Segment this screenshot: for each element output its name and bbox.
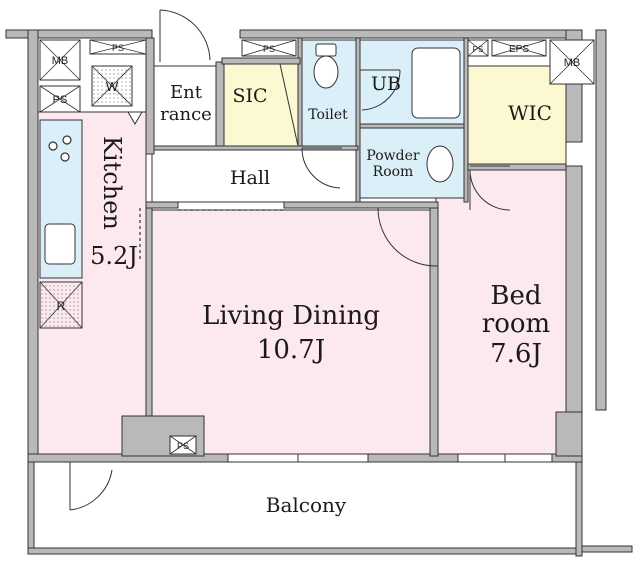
wall	[359, 123, 465, 129]
wall	[429, 205, 439, 457]
bedroom-door	[469, 169, 511, 211]
balcony-rail	[581, 545, 633, 553]
wall	[145, 37, 155, 155]
wall	[5, 29, 153, 39]
stove-burner	[62, 135, 72, 145]
sic-diagonal	[279, 63, 299, 147]
wall	[297, 37, 303, 151]
sic-floor	[223, 61, 301, 149]
wall	[221, 57, 301, 65]
mb-cross	[39, 39, 81, 81]
ps-label: PS	[112, 43, 124, 53]
entrance-label-2: rance	[160, 104, 212, 125]
wall	[595, 29, 607, 411]
fridge-label: R	[57, 299, 66, 313]
sic-label: SIC	[232, 85, 267, 107]
eps-cross	[491, 39, 547, 57]
washer-label: W	[106, 79, 119, 94]
mb-label: MB	[564, 57, 581, 69]
kitchen-name: Kitchen	[98, 136, 126, 230]
powder-label-1: Powder	[366, 148, 420, 164]
ps-label: PS	[473, 45, 484, 54]
ps-cross	[169, 435, 197, 455]
living-name: Living Dining	[202, 301, 380, 331]
kitchen-arrow	[127, 111, 143, 125]
washer-cross	[91, 65, 133, 107]
ub-label: UB	[371, 73, 401, 95]
bedroom-name-2: room	[482, 309, 550, 339]
wall	[367, 453, 459, 463]
wall	[463, 37, 469, 203]
wall	[239, 29, 583, 39]
stove-burner	[60, 152, 70, 162]
toilet-bowl	[313, 55, 339, 89]
wall	[27, 29, 39, 461]
wall	[153, 145, 359, 151]
wall	[355, 37, 361, 203]
wall	[145, 205, 153, 417]
mb-label: MB	[52, 55, 69, 67]
toilet-label: Toilet	[308, 107, 348, 123]
mb-cross	[549, 39, 595, 85]
balcony-door	[69, 462, 113, 511]
balcony-rail	[575, 461, 583, 557]
ps-label: PS	[263, 44, 275, 54]
bedroom-name-1: Bed	[490, 281, 541, 311]
toilet-tank	[315, 43, 337, 57]
kitchen-size: 5.2J	[90, 242, 138, 270]
wic-label: WIC	[508, 101, 552, 125]
entrance-label-1: Ent	[170, 82, 203, 103]
wall	[145, 201, 179, 209]
toilet-door	[301, 147, 342, 189]
ps-cross	[39, 85, 81, 113]
ps-label: PS	[177, 441, 189, 451]
eps-label: EPS	[509, 44, 529, 55]
ps-cross	[89, 39, 147, 55]
balcony-rail	[27, 461, 35, 553]
bedroom-size: 7.6J	[490, 339, 542, 369]
kitchen-sink	[44, 223, 76, 265]
ps-cross	[467, 39, 489, 57]
balcony-rail	[27, 547, 581, 555]
hall-label: Hall	[230, 167, 270, 189]
wall	[215, 61, 225, 151]
ps-cross	[241, 39, 297, 57]
fridge-cross	[39, 281, 83, 329]
wall	[283, 201, 439, 209]
column	[555, 411, 583, 457]
bedroom-floor	[435, 169, 567, 455]
powder-basin	[426, 145, 454, 183]
entrance-floor	[151, 65, 223, 149]
hall-floor	[151, 149, 359, 203]
ps-label: PS	[53, 94, 68, 106]
hall-door	[377, 207, 439, 267]
balcony-label: Balcony	[266, 493, 347, 517]
bathtub	[411, 47, 461, 119]
powder-label-2: Room	[373, 164, 414, 180]
wall	[467, 163, 567, 171]
ub-door	[360, 69, 401, 111]
living-size: 10.7J	[257, 335, 325, 365]
stove-burner	[48, 141, 58, 151]
living-floor	[149, 209, 433, 455]
entrance-door	[159, 9, 211, 62]
